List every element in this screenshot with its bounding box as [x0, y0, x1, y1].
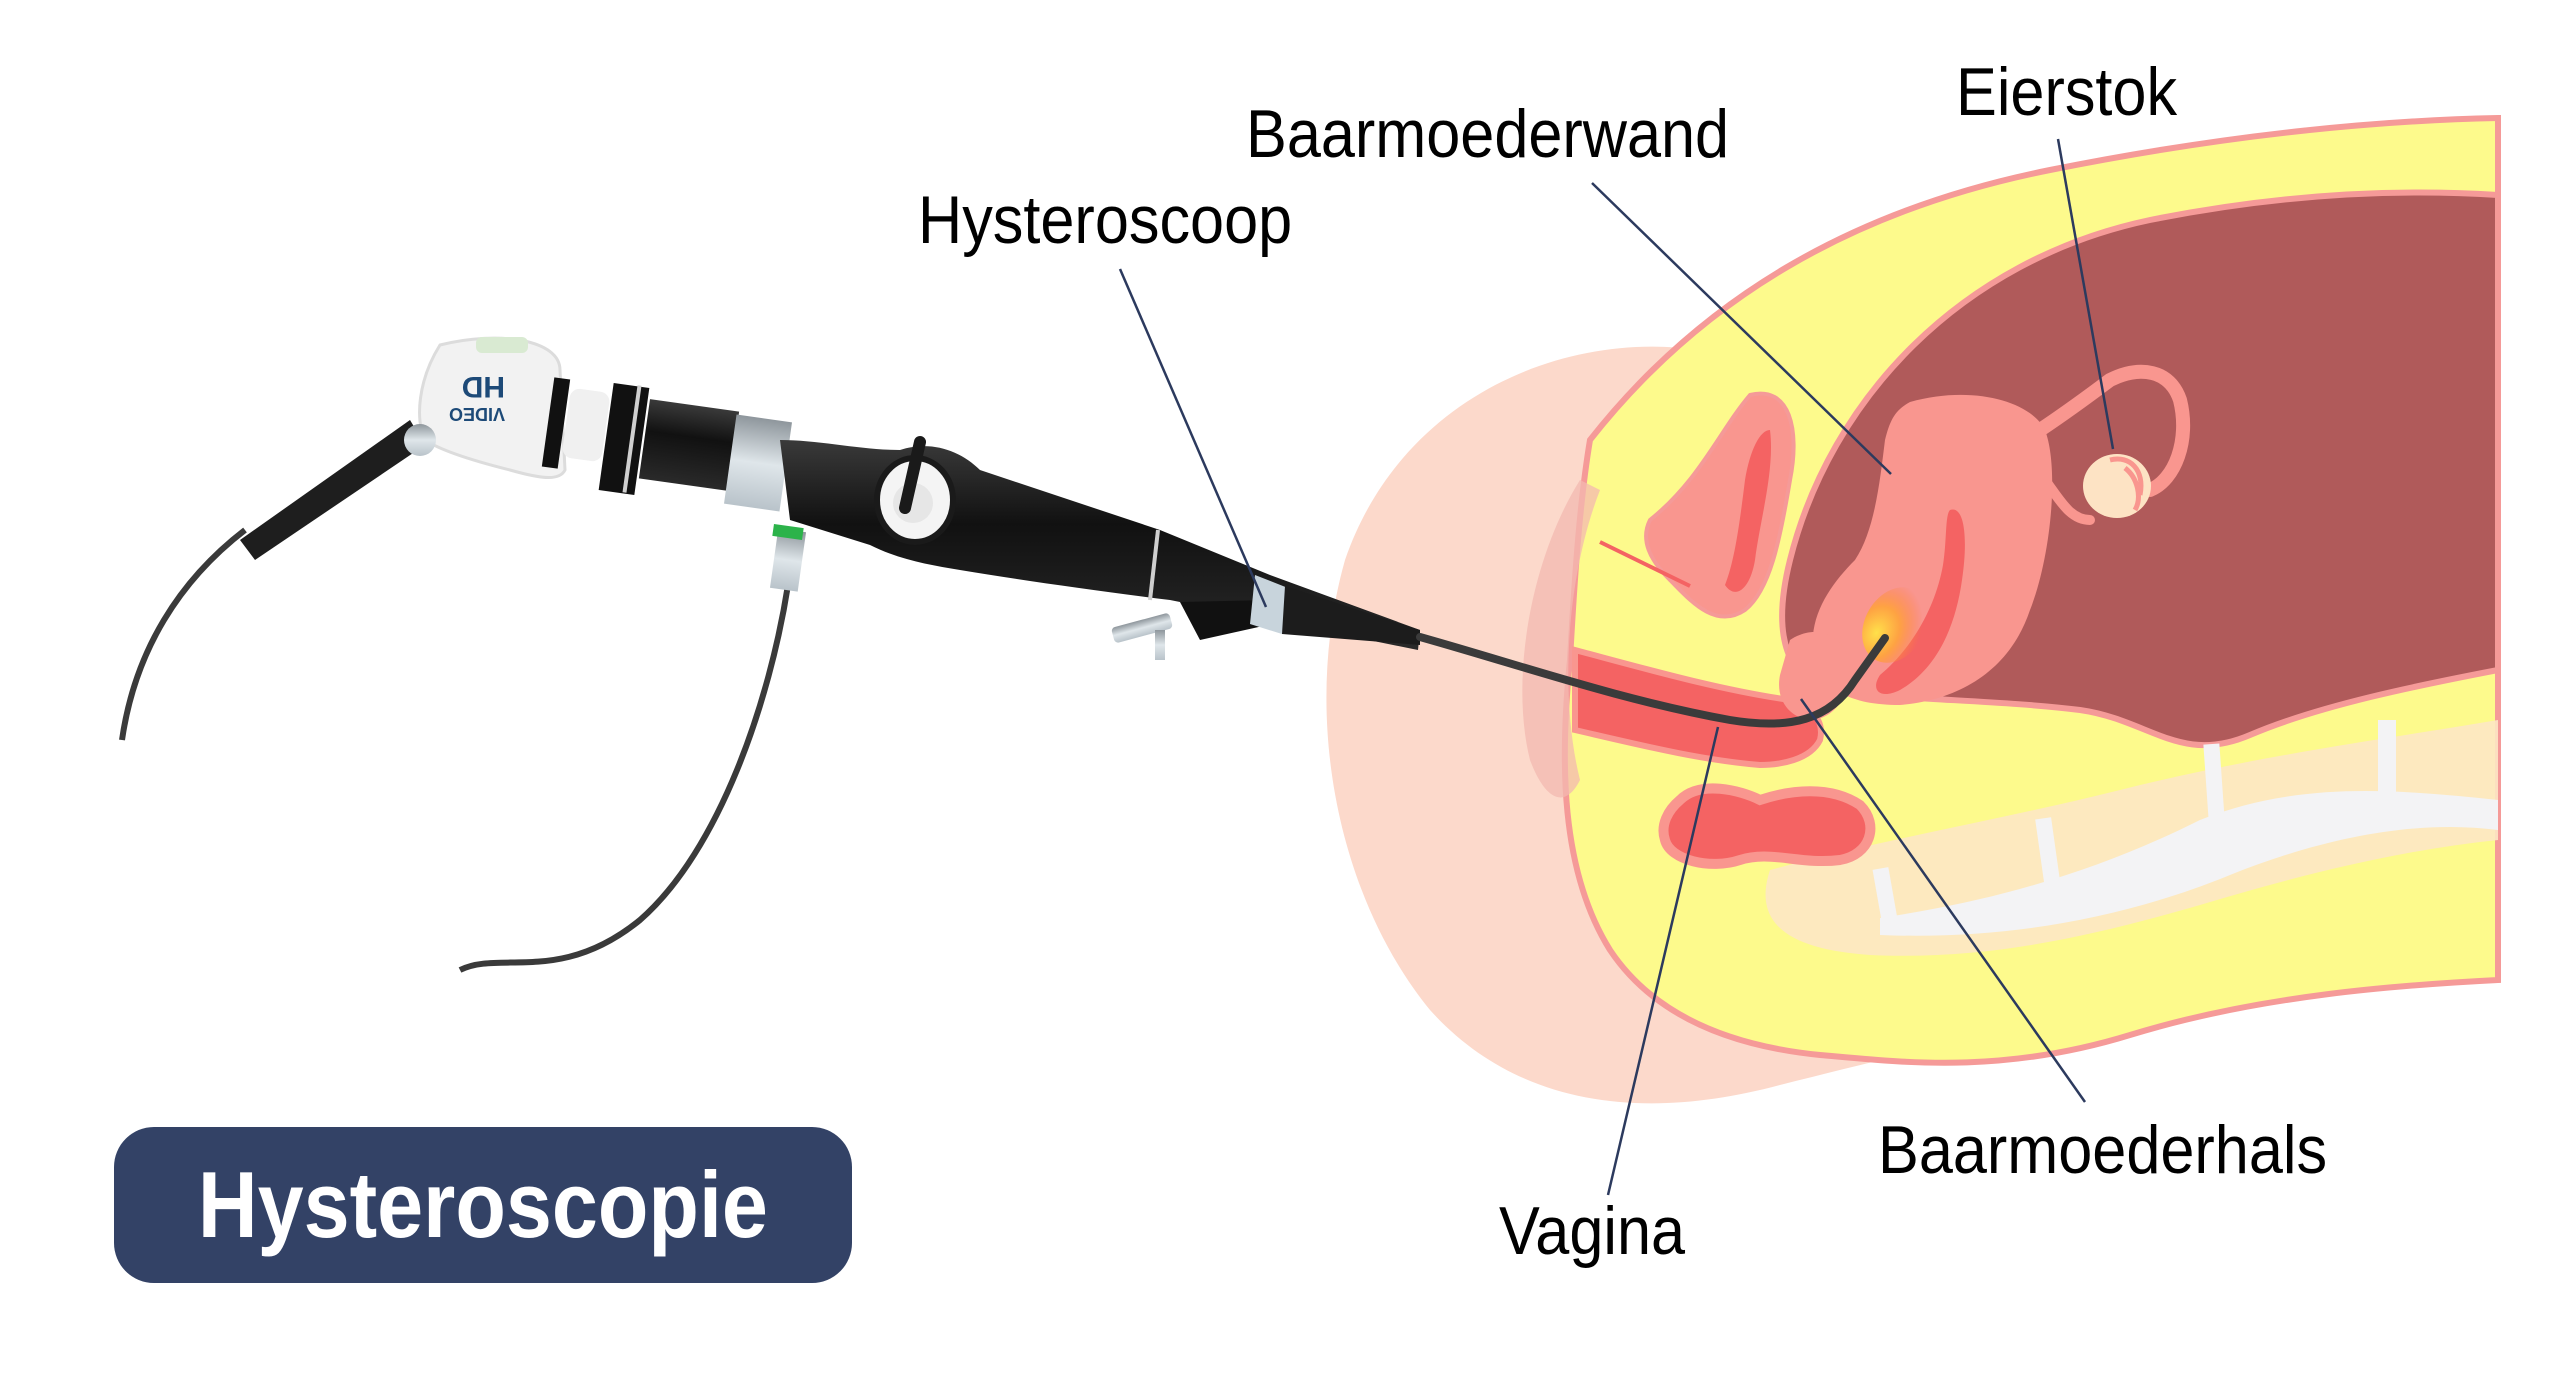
- bowel-white-band: [1880, 791, 2498, 936]
- camera-joint: [404, 424, 436, 456]
- ovary: [2083, 454, 2151, 518]
- camera-cable: [119, 527, 247, 741]
- hysteroscope-device: HD VIDEO: [119, 336, 1889, 973]
- anatomy-cross-section: [1326, 114, 2501, 1104]
- fallopian-tube-lower: [2040, 475, 2095, 525]
- vertebra-gap: [2203, 743, 2225, 821]
- label-vagina: Vagina: [1499, 1193, 1686, 1269]
- rectum-region: [1765, 720, 2498, 956]
- vulva-folds: [1522, 480, 1600, 798]
- cervix: [1779, 631, 1850, 720]
- vertebra-gap: [1872, 867, 1900, 933]
- scope-shaft: [1416, 633, 1889, 728]
- vertebra-gap: [2378, 720, 2396, 800]
- side-port: [1111, 613, 1173, 643]
- light-cable: [458, 584, 791, 973]
- label-hysteroscoop: Hysteroscoop: [918, 182, 1293, 258]
- camera-video-text: VIDEO: [449, 404, 505, 424]
- side-port-nozzle: [1155, 630, 1165, 660]
- uterine-cavity: [1876, 509, 1965, 695]
- camera-hd-text: HD: [462, 370, 505, 403]
- leader-hysteroscoop: [1118, 268, 1268, 608]
- scope-taper: [1282, 586, 1420, 645]
- bladder-lumen: [1725, 430, 1772, 592]
- vertebra-gap: [2035, 817, 2061, 889]
- title-badge-text: Hysteroscopie: [197, 1152, 769, 1257]
- focus-ring: [724, 414, 792, 512]
- camera-button: [476, 337, 528, 353]
- light-connector-green-ring: [772, 523, 804, 541]
- scope-body-seam: [1148, 529, 1160, 601]
- leader-lines: [1118, 138, 2115, 1196]
- coupler-black: [638, 399, 740, 491]
- leader-vagina: [1606, 726, 1720, 1196]
- scope-lever: [899, 436, 926, 514]
- coupler-ring-2-band: [622, 385, 642, 493]
- urethra: [1599, 540, 1691, 588]
- vaginal-canal: [1572, 646, 1824, 769]
- label-eierstok: Eierstok: [1956, 54, 2178, 130]
- coupler-ring-1: [541, 377, 571, 469]
- leader-eierstok: [2056, 138, 2115, 450]
- title-badge: Hysteroscopie: [114, 1127, 852, 1283]
- label-baarmoederhals: Baarmoederhals: [1878, 1112, 2328, 1188]
- light-connector: [769, 528, 807, 592]
- leader-baarmoederwand: [1591, 182, 1892, 475]
- coupler-white: [562, 388, 610, 462]
- label-baarmoederwand: Baarmoederwand: [1246, 96, 1730, 172]
- ovary-fimbriae: [2109, 456, 2144, 512]
- camera-head: [418, 336, 567, 479]
- rectum: [1658, 783, 1876, 869]
- leader-baarmoederhals: [1799, 698, 2087, 1103]
- camera-cable-boot: [240, 420, 425, 560]
- fallopian-tube: [2033, 364, 2191, 497]
